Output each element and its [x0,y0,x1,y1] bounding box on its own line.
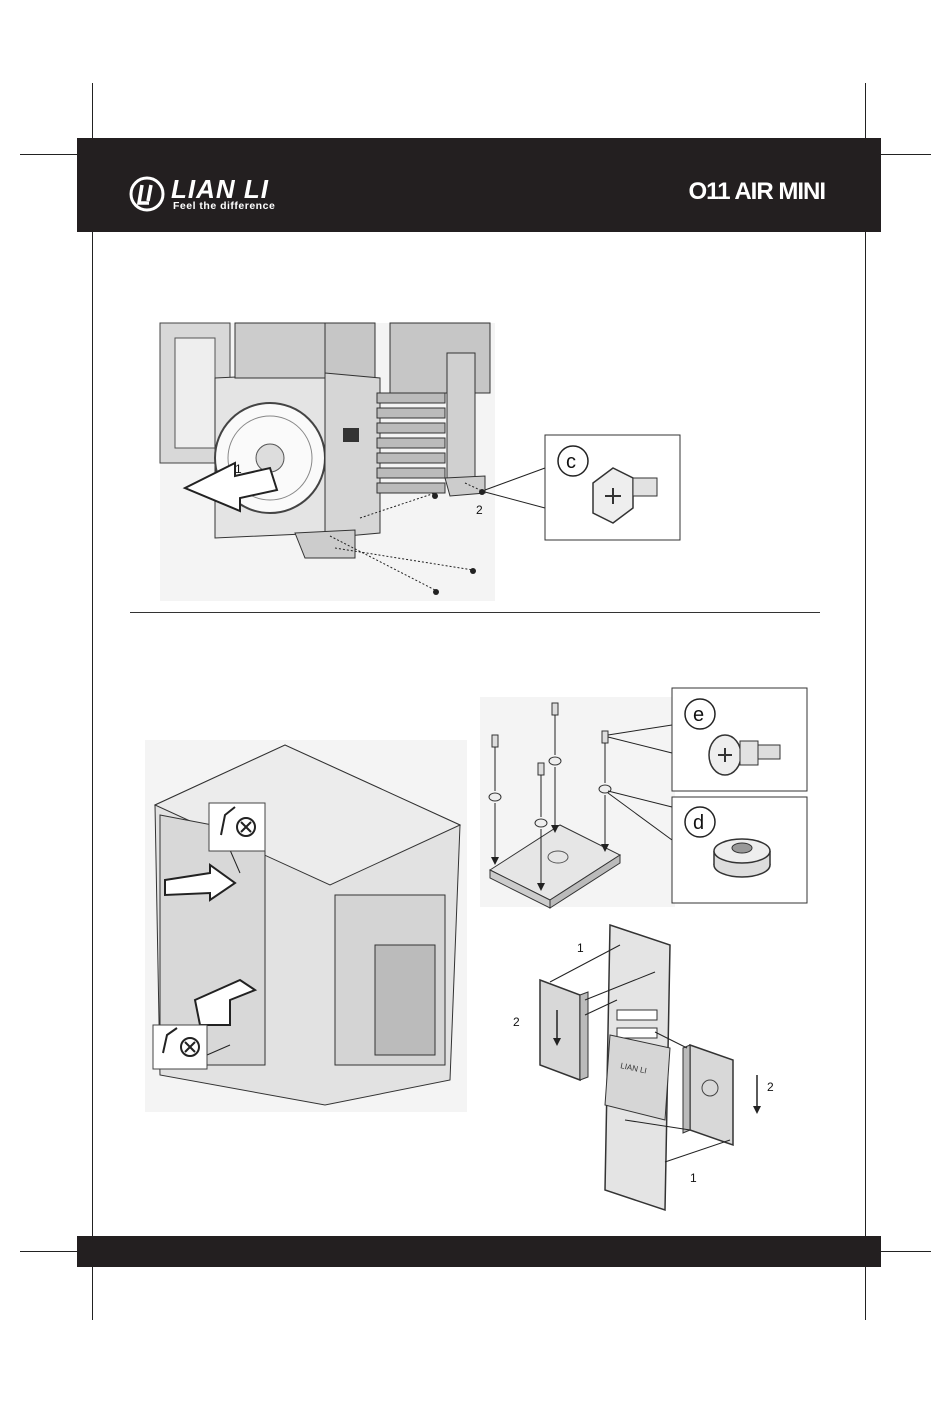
crop-mark [865,1267,866,1320]
crop-mark [20,154,77,155]
crop-mark [865,83,866,138]
crop-mark [881,1251,931,1252]
figure1-step-2-label: 2 [476,503,483,517]
figure2-step-2-left-label: 2 [513,1015,520,1029]
figure2-step-1-top-label: 1 [577,941,584,955]
header-bar: LIAN LI Feel the difference O11 AIR MINI [77,138,881,232]
crop-mark [865,232,866,1236]
figure2-step-1-bottom-label: 1 [690,1171,697,1185]
callout-d-label: d [693,812,704,834]
footer-bar [77,1236,881,1267]
callout-c-label: c [566,451,576,473]
crop-mark [92,232,93,1236]
model-name: O11 AIR MINI [689,178,825,206]
figure-rear-psu-install: 1 2 c [155,318,695,608]
figure-case-drive-tray-removal [145,735,470,1115]
crop-mark [881,154,931,155]
crop-mark [20,1251,77,1252]
crop-mark [92,83,93,138]
figure1-step-1-label: 1 [235,462,242,476]
figure-ssd-grommet-install: e d [480,685,810,915]
figure-drive-bracket-mounting: LIAN LI 1 2 2 1 [505,920,795,1215]
lian-li-logo-icon [129,176,165,212]
figure2-step-2-right-label: 2 [767,1080,774,1094]
brand-tagline: Feel the difference [173,200,275,212]
rubber-grommet-icon [714,839,770,877]
crop-mark [92,1267,93,1320]
callout-e-label: e [693,704,704,726]
section-divider [130,612,820,613]
